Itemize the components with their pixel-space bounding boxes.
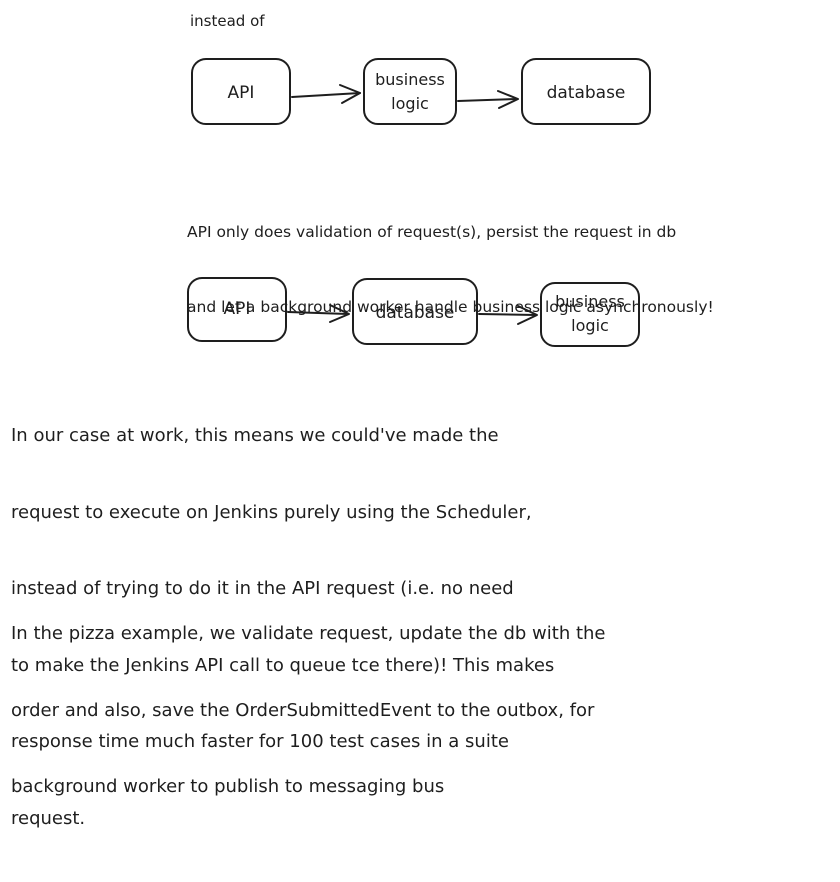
node-business-logic-box	[363, 58, 457, 125]
intro-label: instead of	[190, 12, 265, 30]
paragraph-line: In our case at work, this means we could…	[11, 425, 499, 446]
node-business-logic-label-line1: business	[555, 292, 625, 311]
validation-note: API only does validation of request(s), …	[187, 170, 714, 370]
edge-api-to-business-logic	[291, 84, 361, 104]
paragraph-line: to make the Jenkins API call to queue tc…	[11, 654, 555, 676]
node-api-box	[187, 277, 287, 342]
node-database-box	[521, 58, 651, 125]
node-database-box	[352, 278, 478, 345]
node-api-box	[191, 58, 291, 125]
node-database-label: database	[376, 303, 455, 323]
paragraph-line: order and also, save the OrderSubmittedE…	[11, 699, 595, 721]
paragraph-line: instead of trying to do it in the API re…	[11, 578, 514, 599]
paragraph-line: request to execute on Jenkins purely usi…	[11, 501, 532, 523]
paragraph-line: In the pizza example, we validate reques…	[11, 623, 606, 644]
node-database-label: database	[547, 83, 626, 103]
paragraph-line: background worker to publish to messagin…	[11, 776, 445, 797]
paragraph-work: In our case at work, this means we could…	[11, 372, 554, 882]
validation-note-line: API only does validation of request(s), …	[187, 223, 677, 241]
paragraph-pizza: In the pizza example, we validate reques…	[11, 570, 606, 851]
diagram-bottom: API database business logic	[187, 277, 640, 347]
paragraph-line: response time much faster for 100 test c…	[11, 731, 509, 752]
node-business-logic-box	[540, 282, 640, 347]
node-api-label: API	[224, 299, 251, 319]
diagram-top: API business logic database	[191, 58, 651, 125]
edge-business-logic-to-database	[457, 90, 519, 109]
node-api-label: API	[228, 83, 255, 103]
whiteboard-canvas: instead of API business logic database A…	[11, 12, 714, 829]
validation-note-line: and let a background worker handle busin…	[187, 298, 714, 316]
edge-api-to-database	[287, 304, 350, 323]
node-business-logic-label-line2: logic	[571, 316, 609, 335]
node-business-logic-label-line2: logic	[391, 94, 429, 113]
node-business-logic-label-line1: business	[375, 70, 445, 89]
edge-database-to-business-logic	[478, 305, 538, 325]
